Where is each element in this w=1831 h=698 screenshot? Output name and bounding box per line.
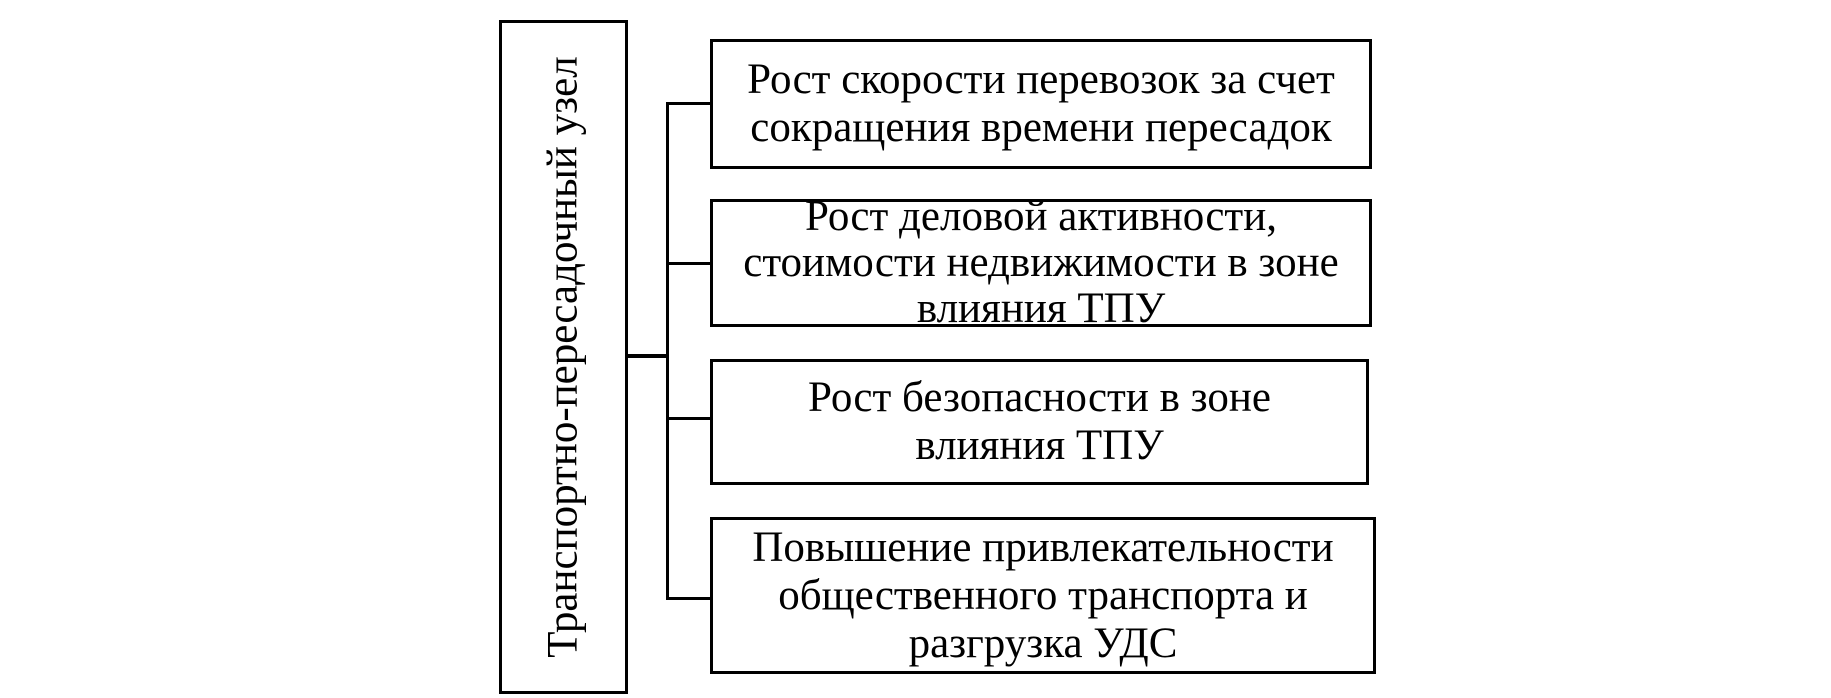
effect-label: Повышение привлекательности общественног… <box>752 523 1334 667</box>
connector-branch-3 <box>666 417 711 420</box>
effect-box-business: Рост деловой активности, стоимости недви… <box>710 194 1372 332</box>
root-node-label: Транспортно-пересадочный узел <box>539 56 587 658</box>
effect-box-speed: Рост скорости перевозок за счет сокращен… <box>710 39 1372 169</box>
root-node-box: Транспортно-пересадочный узел <box>499 20 628 694</box>
effect-box-attractiveness: Повышение привлекательности общественног… <box>710 517 1376 674</box>
effect-label: Рост безопасности в зоне влияния ТПУ <box>808 374 1271 469</box>
connector-branch-1 <box>666 102 711 105</box>
effect-label: Рост скорости перевозок за счет сокращен… <box>747 56 1335 151</box>
effect-label: Рост деловой активности, стоимости недви… <box>743 193 1339 332</box>
effect-box-safety: Рост безопасности в зоне влияния ТПУ <box>710 359 1369 485</box>
connector-branch-2 <box>666 262 711 265</box>
connector-spine <box>666 102 669 600</box>
connector-main <box>627 354 669 358</box>
connector-branch-4 <box>666 597 711 600</box>
